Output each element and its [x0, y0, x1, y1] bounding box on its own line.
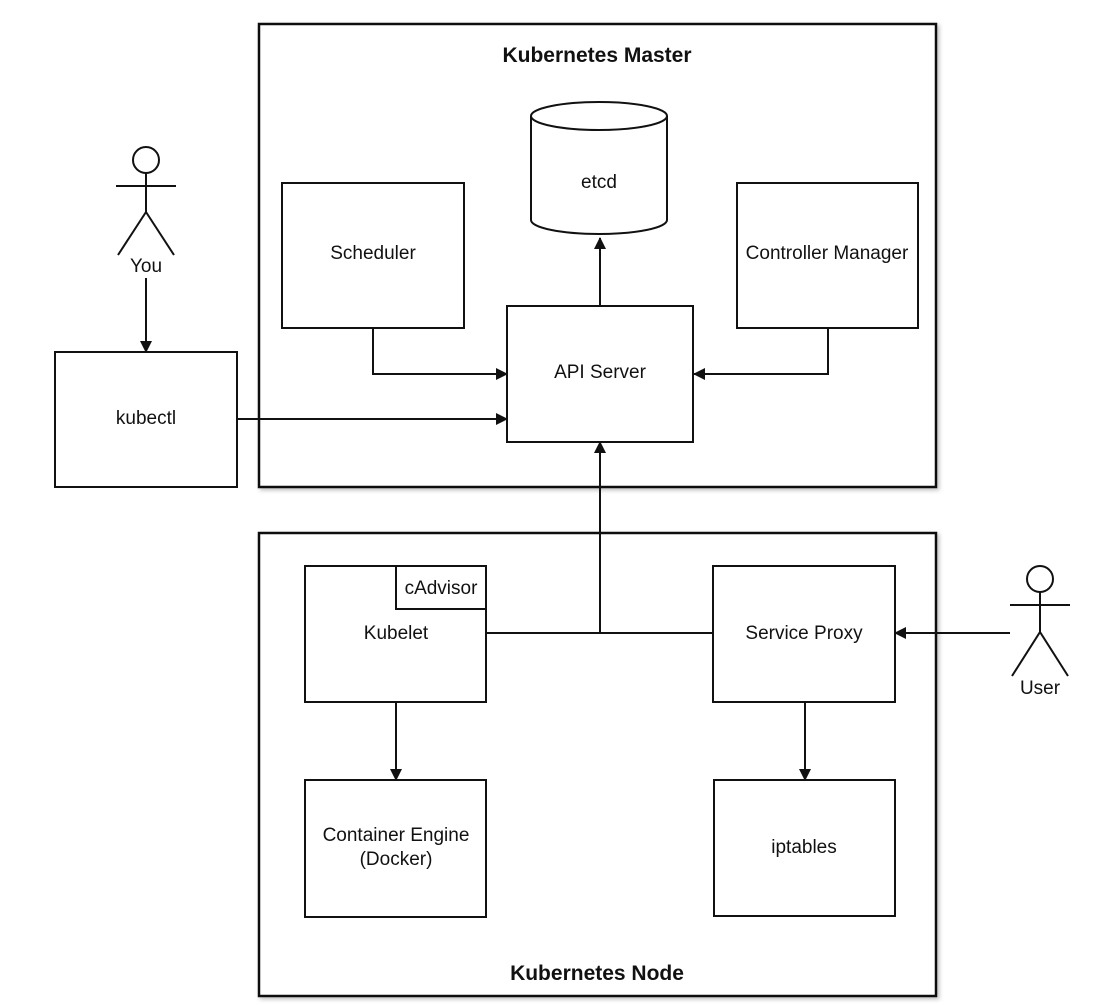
- kubelet-label: Kubelet: [364, 623, 429, 644]
- controller-manager-label: Controller Manager: [746, 243, 909, 264]
- api-server-label: API Server: [554, 362, 647, 383]
- iptables-node: iptables: [713, 779, 896, 917]
- edge-controller-to-api: [693, 328, 829, 380]
- actor-user-label: User: [1020, 678, 1061, 699]
- edge-scheduler-to-api: [372, 328, 508, 380]
- stick-figure-icon: [1010, 565, 1070, 677]
- container-engine-label-line2: (Docker): [360, 849, 433, 870]
- controller-manager-node: Controller Manager: [736, 182, 919, 329]
- service-proxy-node: Service Proxy: [712, 565, 896, 703]
- service-proxy-label: Service Proxy: [745, 623, 863, 644]
- container-engine-node: Container Engine (Docker): [304, 779, 487, 918]
- kubelet-node: cAdvisor Kubelet: [304, 565, 487, 703]
- scheduler-label: Scheduler: [330, 243, 416, 264]
- cadvisor-label: cAdvisor: [405, 578, 479, 599]
- kubernetes-node-title: Kubernetes Node: [510, 962, 684, 985]
- cadvisor-tab: [395, 565, 487, 610]
- kubectl-node: kubectl: [54, 351, 238, 488]
- container-engine-label-line1: Container Engine: [323, 825, 470, 846]
- actor-you: You: [116, 146, 176, 277]
- stick-figure-icon: [116, 146, 176, 256]
- actor-user: User: [1010, 565, 1070, 699]
- scheduler-node: Scheduler: [281, 182, 465, 329]
- kubernetes-master-title: Kubernetes Master: [502, 44, 691, 67]
- kubectl-label: kubectl: [116, 408, 176, 429]
- etcd-label: etcd: [581, 172, 617, 193]
- api-server-node: API Server: [506, 305, 694, 443]
- etcd-node: etcd: [530, 101, 668, 235]
- actor-you-label: You: [130, 256, 162, 277]
- edges: [140, 237, 1010, 781]
- iptables-label: iptables: [771, 837, 837, 858]
